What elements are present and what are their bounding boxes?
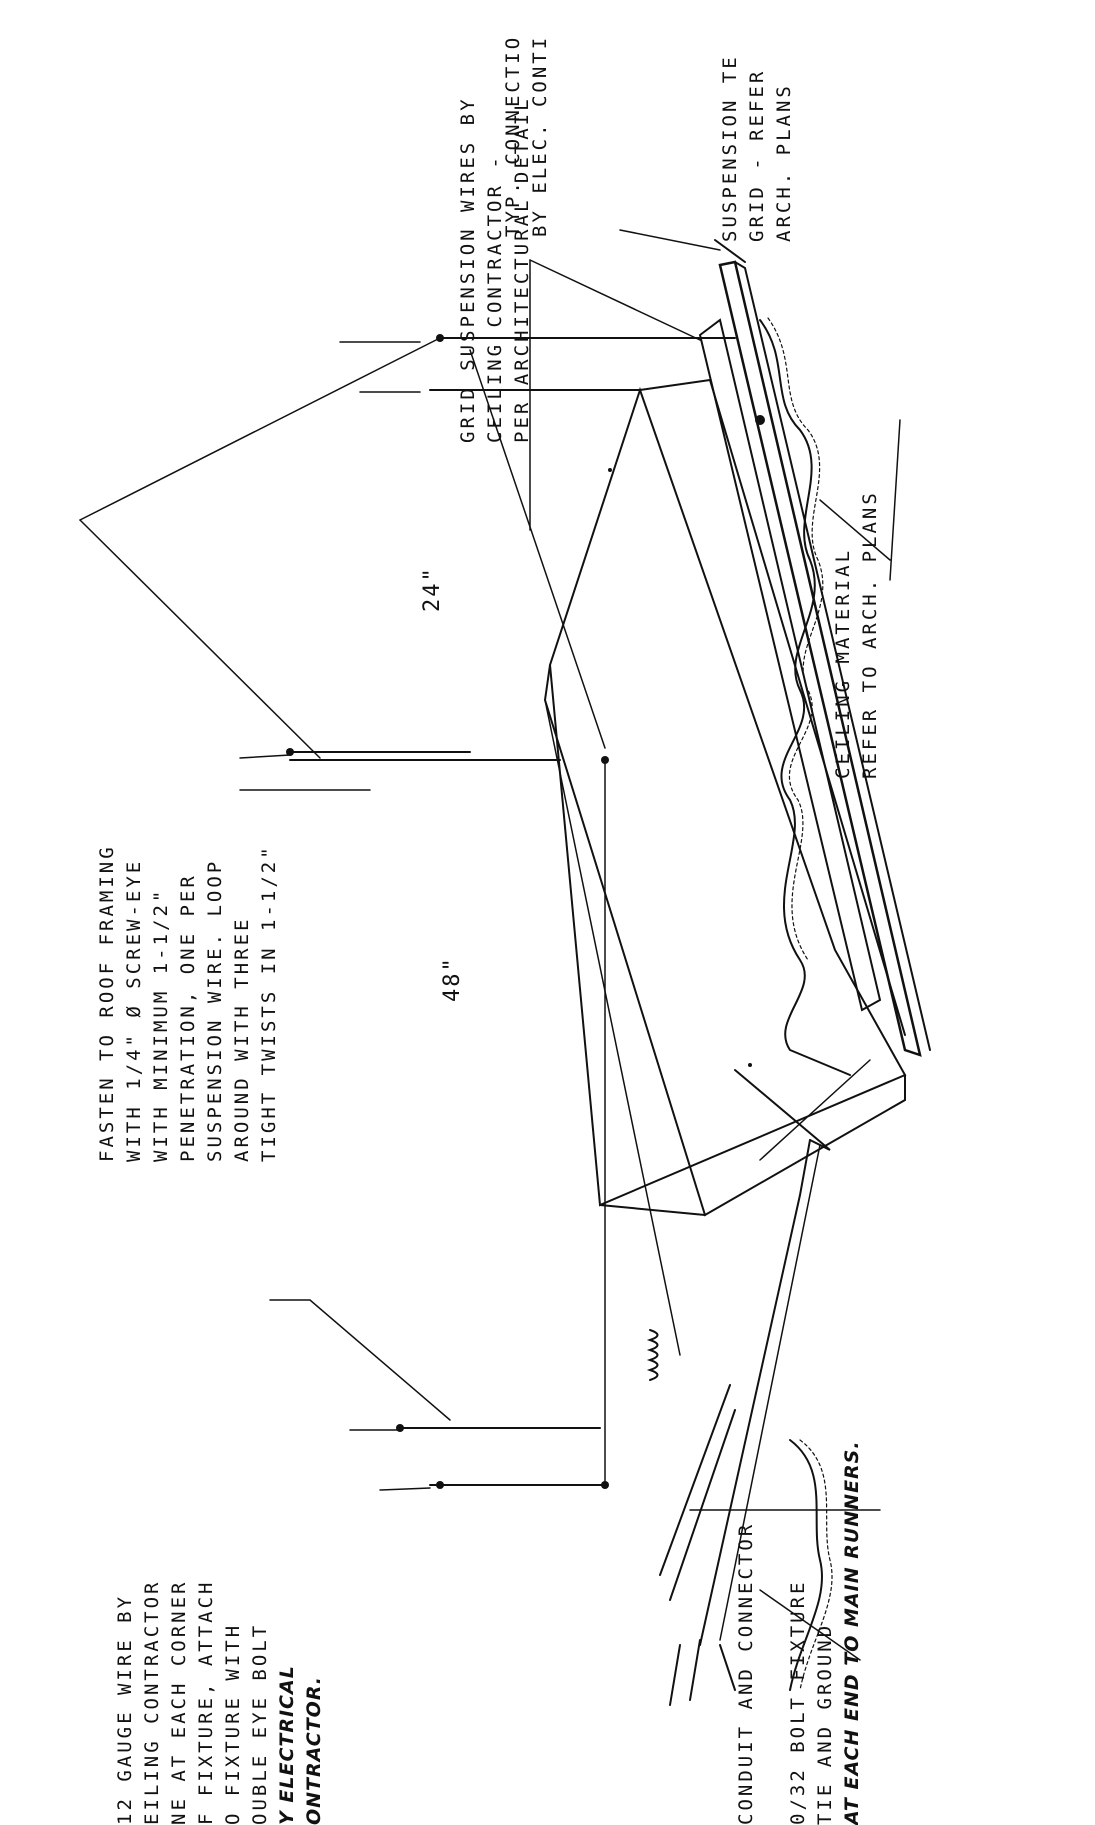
ceiling-material-label: CEILING MATERIAL REFER TO ARCH. PLANS [832,490,881,779]
fixture-top-face [548,386,907,1207]
eye-bolt-dot [436,334,444,342]
ceiling-material-torn-edge [759,319,851,1076]
bolt-fixture-label: 0/32 BOLT FIXTURE TIE AND GROUND AT EACH… [787,1440,863,1825]
dim-line-24 [469,349,606,749]
fasten-note-label: FASTEN TO ROOF FRAMING WITH 1/4" Ø SCREW… [96,844,280,1162]
tee-runner-near [718,260,922,1057]
ceiling-material-torn-edge-lower [789,1439,823,1691]
tee-runner-main [698,318,882,1012]
gauge-wire-label: 12 GAUGE WIRE BY EILING CONTRACTOR NE AT… [114,1579,325,1825]
suspension-tee-label: SUSPENSION TE GRID - REFER ARCH. PLANS [719,54,795,242]
dimension-48: 48" [440,956,465,1002]
conduit-coil [646,1329,659,1381]
dimension-24: 24" [420,566,445,612]
conduit-label: CONDUIT AND CONNECTOR [735,1521,757,1825]
typ-connection-label: TYP. CONNECTIO BY ELEC. CONTI [502,34,551,237]
